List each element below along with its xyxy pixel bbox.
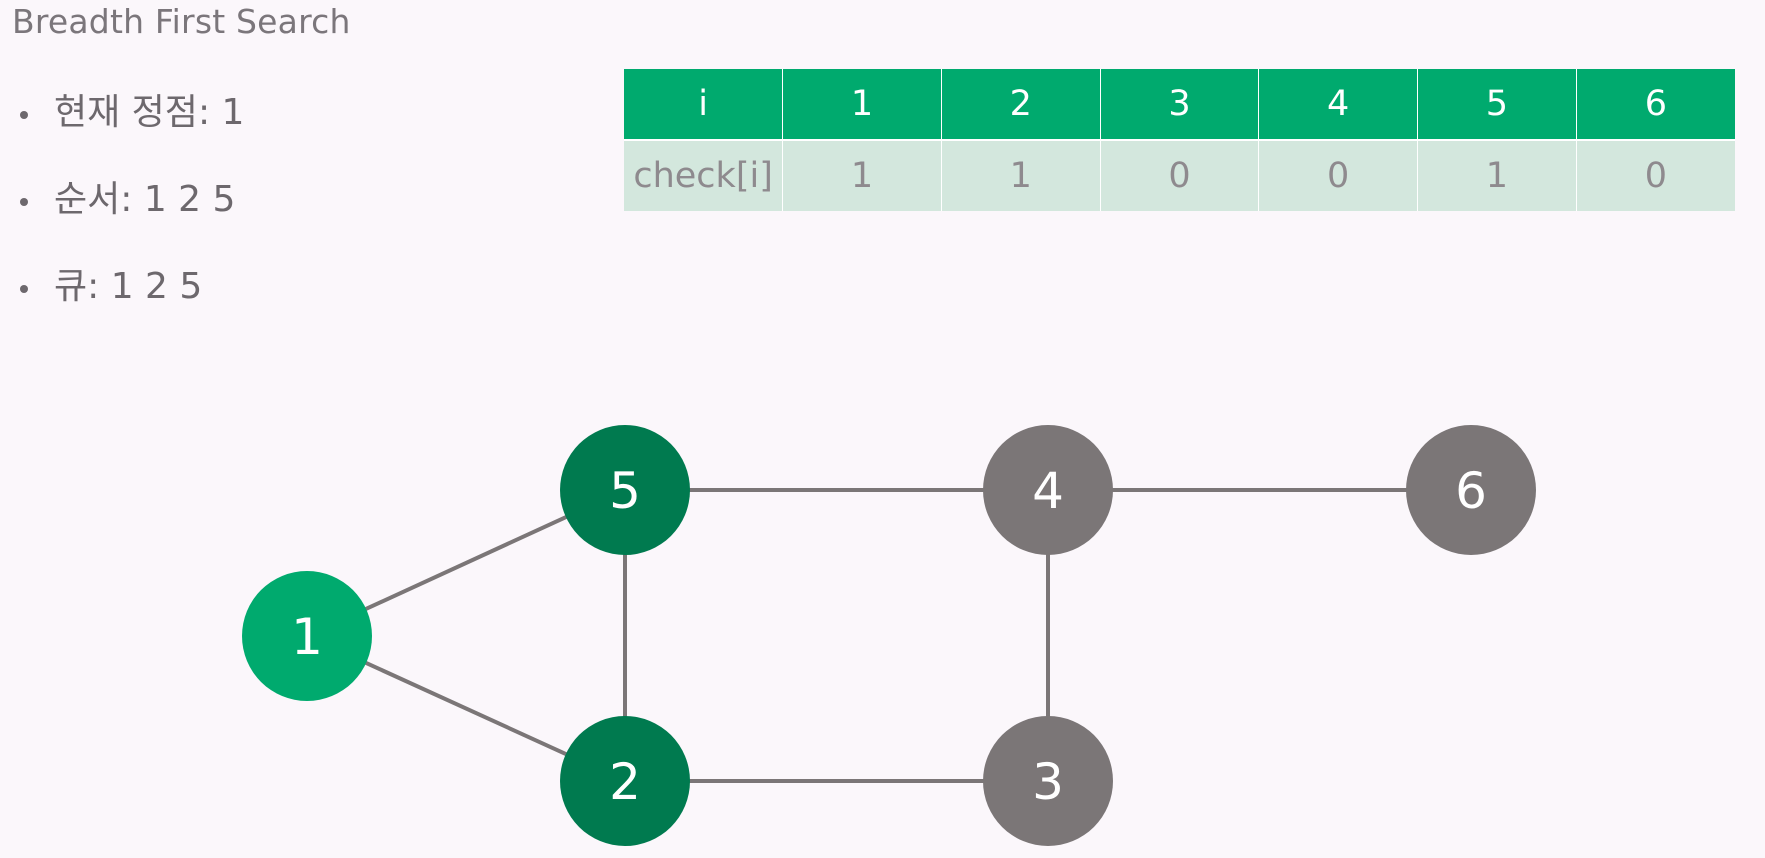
current-vertex-item: 현재 정점: 1 (18, 92, 244, 134)
index-cell: 6 (1576, 69, 1735, 141)
queue-label: 큐 (54, 266, 88, 307)
index-row: i 1 2 3 4 5 6 (624, 69, 1735, 141)
node-label: 1 (291, 608, 323, 666)
page-title: Breadth First Search (12, 2, 351, 41)
bullet-dot-icon (20, 111, 28, 119)
node-circle (983, 716, 1113, 846)
graph-edges (306, 488, 1471, 783)
index-cell: 4 (1258, 69, 1419, 141)
node-circle (1406, 425, 1536, 555)
current-vertex-label: 현재 정점 (54, 92, 198, 133)
graph-node-6: 6 (1406, 425, 1536, 555)
index-cell: 2 (941, 69, 1101, 141)
graph-node-4: 4 (983, 425, 1113, 555)
node-label: 5 (609, 462, 641, 520)
node-label: 2 (609, 753, 641, 811)
check-header-cell: check[i] (624, 140, 784, 211)
graph-node-1: 1 (242, 571, 372, 701)
graph-node-5: 5 (560, 425, 690, 555)
bullet-dot-icon (20, 198, 28, 206)
index-cell: 3 (1100, 69, 1260, 141)
node-label: 6 (1455, 462, 1487, 520)
status-list: 현재 정점: 1 순서: 1 2 5 큐: 1 2 5 (18, 92, 244, 353)
node-circle (560, 425, 690, 555)
node-circle (242, 571, 372, 701)
visit-order-value: 1 2 5 (143, 179, 236, 220)
index-header-cell: i (624, 69, 784, 141)
check-cell: 1 (1417, 140, 1577, 211)
queue-item: 큐: 1 2 5 (18, 266, 244, 308)
label-separator: : (197, 92, 222, 133)
graph-node-2: 2 (560, 716, 690, 846)
node-label: 3 (1032, 753, 1064, 811)
node-label: 4 (1032, 462, 1064, 520)
graph-nodes: 1 2 3 4 5 6 (242, 425, 1536, 846)
index-cell: 1 (782, 69, 942, 141)
visit-order-item: 순서: 1 2 5 (18, 179, 244, 221)
visit-order-label: 순서 (54, 179, 121, 220)
bullet-dot-icon (20, 285, 28, 293)
check-cell: 1 (782, 140, 942, 211)
check-row: check[i] 1 1 0 0 1 0 (624, 140, 1735, 211)
graph-node-3: 3 (983, 716, 1113, 846)
node-circle (560, 716, 690, 846)
current-vertex-value: 1 (221, 92, 245, 133)
check-cell: 0 (1100, 140, 1260, 211)
check-table: i 1 2 3 4 5 6 check[i] 1 1 0 0 1 0 (624, 69, 1735, 211)
queue-value: 1 2 5 (110, 266, 203, 307)
check-cell: 0 (1576, 140, 1735, 211)
check-cell: 1 (941, 140, 1101, 211)
label-separator: : (87, 266, 111, 307)
index-cell: 5 (1417, 69, 1577, 141)
label-separator: : (120, 179, 144, 220)
node-circle (983, 425, 1113, 555)
check-cell: 0 (1258, 140, 1419, 211)
